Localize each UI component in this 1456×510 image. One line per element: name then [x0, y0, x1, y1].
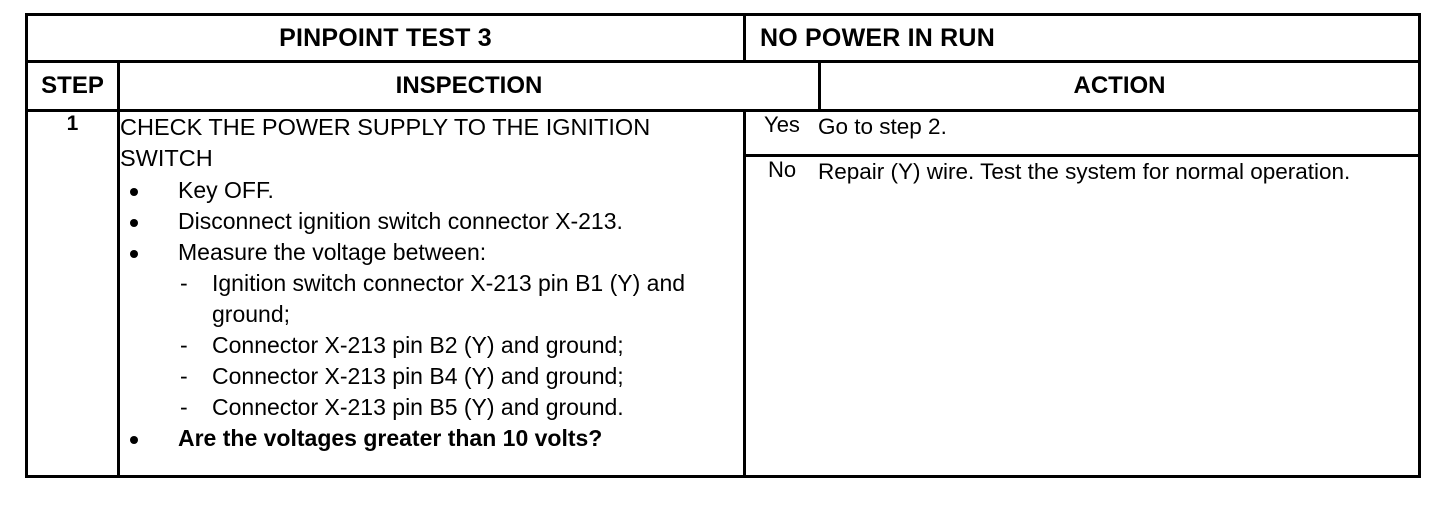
- column-header-step: STEP: [41, 72, 104, 99]
- inspection-subitem-list: - Ignition switch connector X-213 pin B1…: [120, 268, 743, 423]
- table-column-header-row: STEP INSPECTION ACTION: [25, 60, 1422, 112]
- inspection-question-list: Are the voltages greater than 10 volts?: [120, 423, 743, 454]
- bullet-dot-icon: [130, 250, 138, 258]
- pinpoint-test-label-cell: PINPOINT TEST 3: [25, 13, 746, 63]
- inspection-question-text: Are the voltages greater than 10 volts?: [178, 425, 603, 451]
- dash-marker-icon: -: [180, 332, 188, 358]
- subitem-text: Connector X-213 pin B4 (Y) and ground;: [212, 363, 624, 389]
- column-header-action: ACTION: [1073, 72, 1166, 99]
- bullet-text: Measure the voltage between:: [178, 239, 487, 265]
- action-row-no: No Repair (Y) wire. Test the system for …: [746, 155, 1419, 475]
- pinpoint-test-table: PINPOINT TEST 3 NO POWER IN RUN STEP INS…: [25, 13, 1422, 478]
- subitem-text: Connector X-213 pin B2 (Y) and ground;: [212, 332, 624, 358]
- column-header-inspection: INSPECTION: [395, 72, 543, 99]
- action-row-yes: Yes Go to step 2.: [746, 112, 1419, 157]
- column-header-step-cell: STEP: [25, 60, 120, 112]
- table-title-row: PINPOINT TEST 3 NO POWER IN RUN: [25, 13, 1422, 63]
- answer-label-no: No: [746, 155, 818, 475]
- action-cell: Yes Go to step 2. No Repair (Y) wire. Te…: [742, 109, 1422, 478]
- list-item: - Connector X-213 pin B2 (Y) and ground;: [120, 330, 743, 361]
- action-text-yes: Go to step 2.: [818, 112, 1419, 157]
- bullet-dot-icon: [130, 219, 138, 227]
- inspection-cell: CHECK THE POWER SUPPLY TO THE IGNITION S…: [117, 109, 746, 478]
- inspection-bullet-list: Key OFF. Disconnect ignition switch conn…: [120, 175, 743, 268]
- answer-label-yes: Yes: [746, 112, 818, 157]
- bullet-dot-icon: [130, 436, 138, 444]
- column-header-inspection-cell: INSPECTION: [117, 60, 821, 112]
- pinpoint-test-name-cell: NO POWER IN RUN: [742, 13, 1422, 63]
- dash-marker-icon: -: [180, 394, 188, 420]
- subitem-text: Connector X-213 pin B5 (Y) and ground.: [212, 394, 624, 420]
- action-answer-table: Yes Go to step 2. No Repair (Y) wire. Te…: [746, 112, 1419, 475]
- list-item: Measure the voltage between:: [120, 237, 743, 268]
- pinpoint-test-name: NO POWER IN RUN: [760, 24, 995, 52]
- action-text-no: Repair (Y) wire. Test the system for nor…: [818, 155, 1419, 475]
- column-header-action-cell: ACTION: [817, 60, 1422, 112]
- pinpoint-test-label: PINPOINT TEST 3: [279, 24, 492, 52]
- dash-marker-icon: -: [180, 270, 188, 296]
- dash-marker-icon: -: [180, 363, 188, 389]
- step-number: 1: [66, 112, 79, 135]
- table-row: 1 CHECK THE POWER SUPPLY TO THE IGNITION…: [25, 109, 1422, 478]
- bullet-text: Disconnect ignition switch connector X-2…: [178, 208, 623, 234]
- list-item: - Connector X-213 pin B5 (Y) and ground.: [120, 392, 743, 423]
- subitem-text: Ignition switch connector X-213 pin B1 (…: [212, 270, 686, 327]
- list-item: - Ignition switch connector X-213 pin B1…: [120, 268, 743, 330]
- list-item: Key OFF.: [120, 175, 743, 206]
- list-item: Are the voltages greater than 10 volts?: [120, 423, 743, 454]
- list-item: Disconnect ignition switch connector X-2…: [120, 206, 743, 237]
- bullet-text: Key OFF.: [178, 177, 274, 203]
- bullet-dot-icon: [130, 188, 138, 196]
- inspection-title: CHECK THE POWER SUPPLY TO THE IGNITION S…: [120, 114, 651, 171]
- step-number-cell: 1: [25, 109, 120, 478]
- list-item: - Connector X-213 pin B4 (Y) and ground;: [120, 361, 743, 392]
